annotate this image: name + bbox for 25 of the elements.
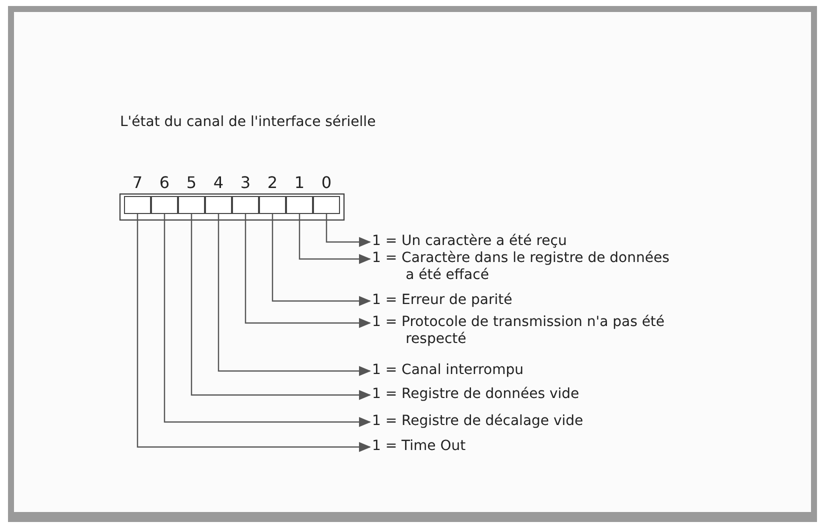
- bit-number: 5: [185, 174, 198, 192]
- bit-description: 1 = Erreur de parité: [372, 292, 514, 309]
- bit-number: 0: [320, 174, 333, 192]
- bit-number: 3: [239, 174, 252, 192]
- bit-description: 1 = Caractère dans le registre de données a été effacé: [372, 250, 670, 284]
- bit-number: 4: [212, 174, 225, 192]
- bit-description: 1 = Registre de décalage vide: [372, 413, 584, 430]
- bit-description: 1 = Canal interrompu: [372, 362, 524, 379]
- bit-number: 6: [158, 174, 171, 192]
- bit-description: 1 = Un caractère a été reçu: [372, 233, 568, 250]
- bit-number: 7: [131, 174, 144, 192]
- bit-description: 1 = Time Out: [372, 438, 467, 455]
- arrow: [190, 214, 371, 400]
- bit-description: 1 = Registre de données vide: [372, 386, 580, 403]
- diagram-title: L'état du canal de l'interface sérielle: [120, 114, 376, 130]
- arrow: [136, 214, 371, 452]
- bit-number: 1: [293, 174, 306, 192]
- bit-number: 2: [266, 174, 279, 192]
- arrow: [164, 214, 371, 427]
- bit-description: 1 = Protocole de transmission n'a pas été respecté: [372, 314, 666, 348]
- arrow: [218, 214, 371, 376]
- arrow: [326, 214, 371, 247]
- arrow: [244, 214, 371, 328]
- arrow: [272, 214, 371, 306]
- arrow: [298, 214, 371, 264]
